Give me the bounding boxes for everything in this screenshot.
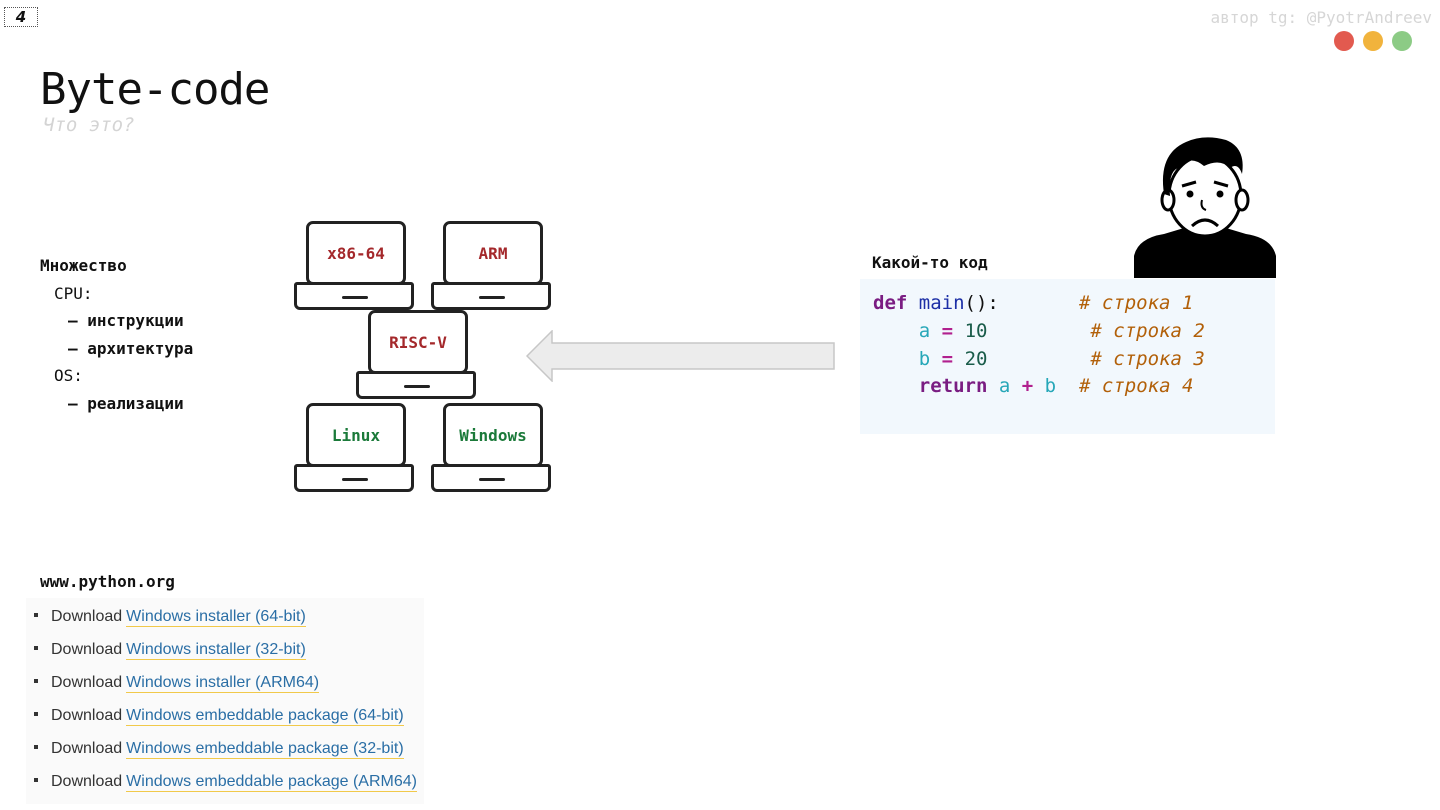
laptop-screen: ARM xyxy=(443,221,543,285)
download-prefix: Download xyxy=(51,707,123,724)
download-link[interactable]: Windows installer (ARM64) xyxy=(126,674,320,693)
code-variable: a xyxy=(918,320,931,342)
download-prefix: Download xyxy=(51,608,123,625)
list-os: OS: xyxy=(54,366,83,385)
green-dot-icon xyxy=(1392,31,1412,51)
red-dot-icon xyxy=(1334,31,1354,51)
bullet-icon xyxy=(34,745,38,749)
download-link[interactable]: Windows embeddable package (64-bit) xyxy=(126,707,404,726)
download-link[interactable]: Windows embeddable package (ARM64) xyxy=(126,773,417,792)
page-title: Byte-code xyxy=(40,64,270,115)
code-block: def main(): # строка 1 a = 10 # строка 2… xyxy=(860,279,1275,434)
code-comment: # строка 2 xyxy=(1090,320,1205,342)
code-operator: + xyxy=(1021,375,1034,397)
code-label: Какой-то код xyxy=(872,253,988,272)
code-variable: b xyxy=(918,348,931,370)
download-link[interactable]: Windows installer (64-bit) xyxy=(126,608,306,627)
laptop-label: ARM xyxy=(478,243,508,263)
laptop-trackpad xyxy=(342,478,368,481)
bullet-icon xyxy=(34,712,38,716)
page-subtitle: Что это? xyxy=(43,114,135,136)
site-label: www.python.org xyxy=(40,572,175,591)
code-keyword: def xyxy=(873,292,908,314)
code-text: (): xyxy=(964,292,999,314)
code-function: main xyxy=(918,292,965,314)
laptop-label: Linux xyxy=(331,425,381,445)
list-item: – реализации xyxy=(68,393,184,413)
slide-number: 4 xyxy=(4,7,38,27)
bullet-icon xyxy=(34,646,38,650)
platform-list: Множество CPU: – инструкции – архитектур… xyxy=(40,252,193,417)
code-comment: # строка 3 xyxy=(1090,348,1205,370)
laptop-screen: Windows xyxy=(443,403,543,467)
laptop-trackpad xyxy=(479,296,505,299)
code-operator: = xyxy=(941,320,954,342)
list-item: – инструкции xyxy=(68,311,184,330)
list-cpu: CPU: xyxy=(54,283,93,303)
bullet-icon xyxy=(34,778,38,782)
window-dots xyxy=(1334,31,1412,51)
code-number: 10 xyxy=(964,320,988,342)
code-line: b = 20 # строка 3 xyxy=(873,348,1205,370)
list-heading: Множество xyxy=(40,256,127,275)
list-item: – архитектура xyxy=(68,338,194,358)
yellow-dot-icon xyxy=(1363,31,1383,51)
laptop-screen: RISC-V xyxy=(368,310,468,374)
code-operator: = xyxy=(941,348,954,370)
bullet-icon xyxy=(34,613,38,617)
laptop-trackpad xyxy=(404,385,430,388)
laptop-label: Windows xyxy=(459,425,527,445)
download-prefix: Download xyxy=(51,641,123,658)
laptop-label: x86-64 xyxy=(327,243,385,263)
code-line: a = 10 # строка 2 xyxy=(873,320,1205,342)
code-variable: b xyxy=(1044,375,1057,397)
download-prefix: Download xyxy=(51,773,123,790)
code-keyword: return xyxy=(918,375,988,397)
code-line: return a + b # строка 4 xyxy=(873,375,1194,397)
code-comment: # строка 1 xyxy=(1078,292,1194,314)
sad-person-icon xyxy=(1134,137,1276,278)
download-link[interactable]: Windows embeddable package (32-bit) xyxy=(126,740,404,759)
laptop-trackpad xyxy=(342,296,368,299)
author-credit: автор tg: @PyotrAndreev xyxy=(1210,8,1432,27)
download-link[interactable]: Windows installer (32-bit) xyxy=(126,641,306,660)
arrow-left-icon xyxy=(526,330,835,382)
laptop-screen: Linux xyxy=(306,403,406,467)
bullet-icon xyxy=(34,679,38,683)
laptop-label: RISC-V xyxy=(389,332,447,352)
download-prefix: Download xyxy=(51,674,123,691)
code-line: def main(): # строка 1 xyxy=(873,292,1193,314)
code-number: 20 xyxy=(964,348,988,370)
laptop-trackpad xyxy=(479,478,505,481)
code-variable: a xyxy=(998,375,1011,397)
download-prefix: Download xyxy=(51,740,123,757)
laptop-screen: x86-64 xyxy=(306,221,406,285)
code-comment: # строка 4 xyxy=(1079,375,1194,397)
